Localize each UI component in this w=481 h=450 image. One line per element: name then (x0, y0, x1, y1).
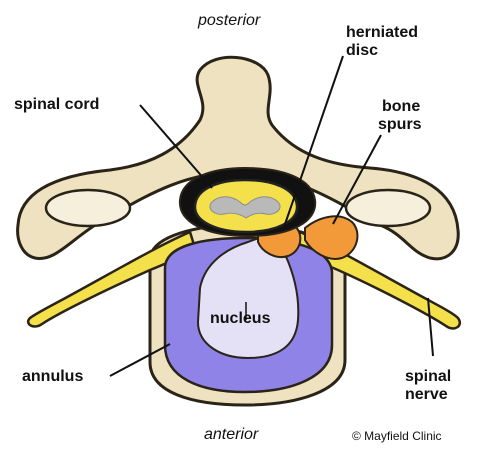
label-spinal-nerve-line1: spinal (405, 368, 451, 385)
label-bone-spurs-line1: bone (382, 98, 420, 115)
label-spinal-nerve-line2: nerve (405, 386, 448, 403)
copyright-text: © Mayfield Clinic (352, 428, 442, 445)
label-nucleus: nucleus (210, 310, 270, 327)
label-annulus: annulus (22, 368, 83, 385)
right-facet (346, 190, 430, 226)
label-bone-spurs-line2: spurs (378, 116, 422, 133)
left-facet (46, 190, 130, 226)
label-spinal-cord: spinal cord (14, 96, 99, 113)
label-herniated-disc-line2: disc (346, 42, 378, 59)
label-herniated-disc-line1: herniated (346, 24, 418, 41)
label-posterior: posterior (198, 12, 260, 29)
label-anterior: anterior (204, 426, 258, 443)
